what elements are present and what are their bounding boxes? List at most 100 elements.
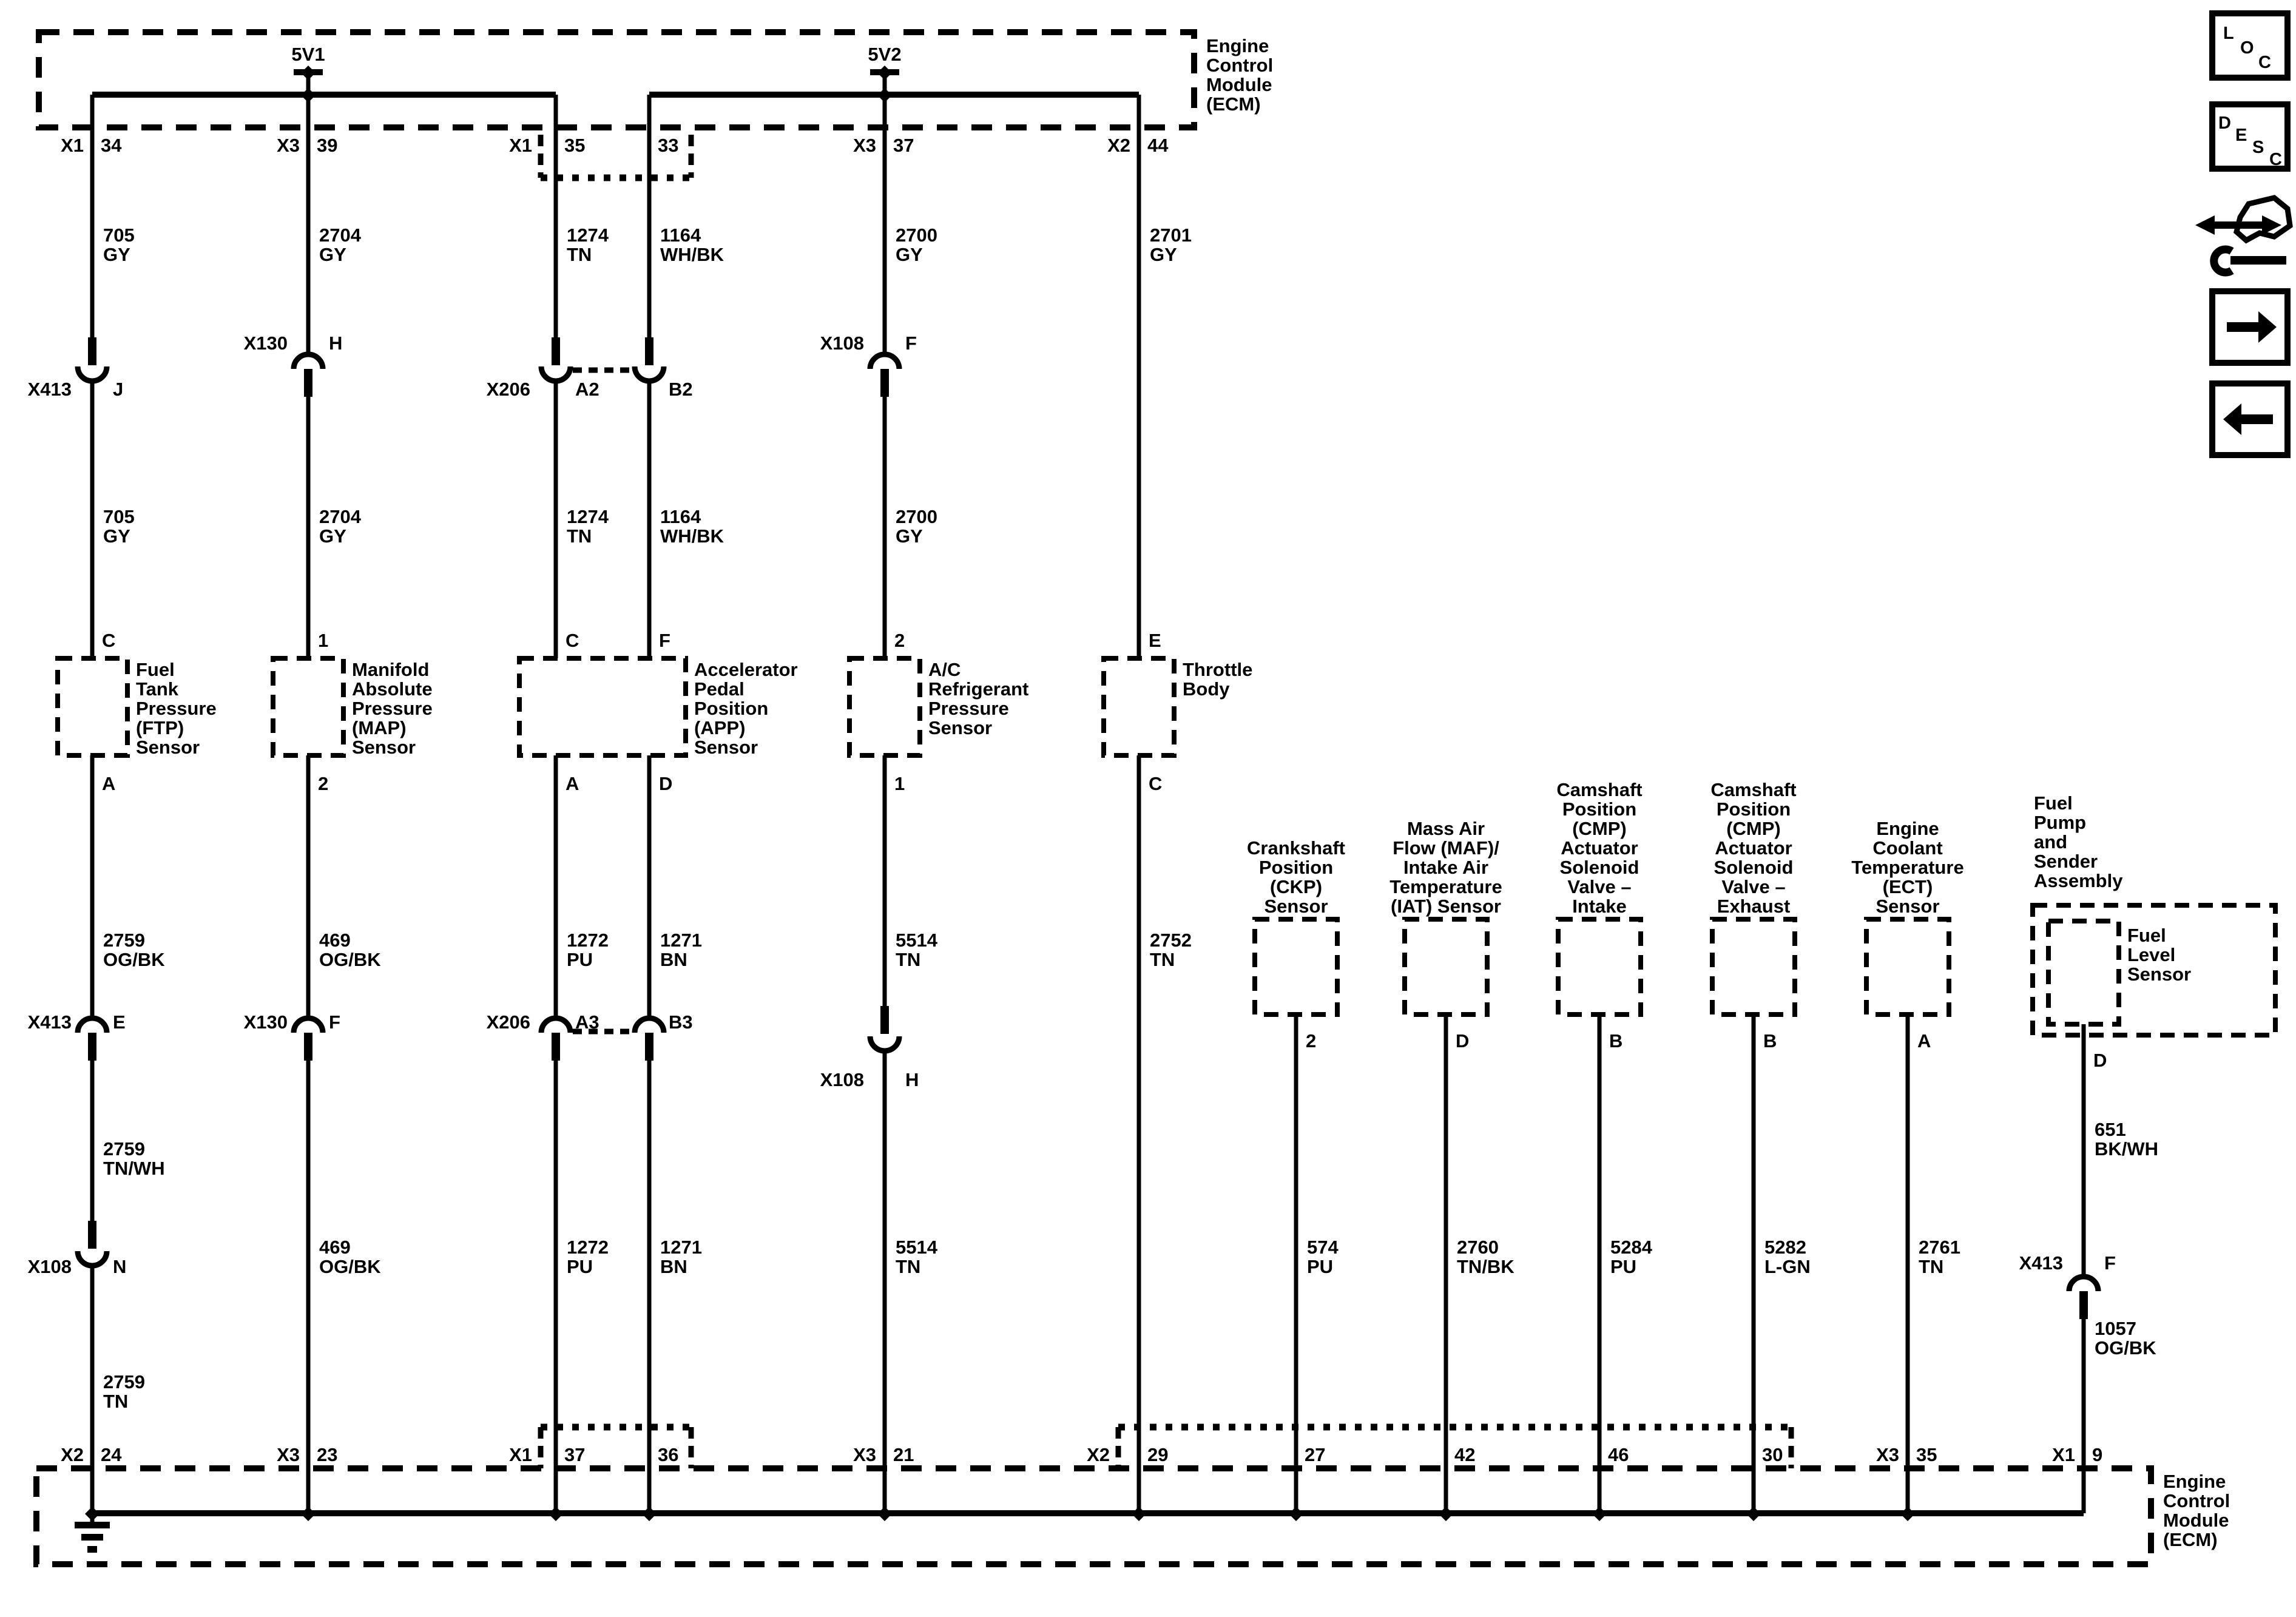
loc-letter: C bbox=[2258, 53, 2271, 72]
sensor-pin-bottom: D bbox=[1456, 1030, 1469, 1052]
assembly-label: and bbox=[2034, 831, 2067, 852]
top-pin-number: 35 bbox=[564, 135, 585, 156]
connector-pin: N bbox=[113, 1256, 126, 1277]
wire-label: WH/BK bbox=[660, 525, 724, 547]
sensor-label: Crankshaft bbox=[1247, 837, 1345, 859]
ac-refrigerant-pressure-sensor: 2 A/C Refrigerant Pressure Sensor 1 bbox=[847, 630, 1028, 794]
sensor-label: Temperature bbox=[1389, 876, 1502, 897]
back-arrow-button[interactable] bbox=[2209, 380, 2291, 458]
sensor-label: Actuator bbox=[1715, 837, 1792, 859]
wire-label: 1164 bbox=[660, 224, 701, 246]
ecm-bottom-pin-row: X2 24 X3 23 X1 37 36 X3 21 X2 29 27 42 4… bbox=[61, 1423, 2102, 1468]
sensor-label: Exhaust bbox=[1717, 896, 1791, 917]
wire-label: 2759 bbox=[103, 1138, 145, 1160]
assembly-label: Fuel bbox=[2034, 792, 2073, 814]
sensor-pin-bottom: D bbox=[659, 773, 672, 794]
ecm-top-label: Module bbox=[1206, 74, 1272, 95]
ground-bus bbox=[75, 1507, 2084, 1553]
wire-label: 2704 bbox=[319, 506, 362, 527]
wire-label: OG/BK bbox=[103, 949, 165, 970]
bottom-pin-number: 30 bbox=[1762, 1444, 1783, 1465]
sensor-label: (APP) bbox=[694, 717, 745, 738]
wire-label: TN bbox=[1150, 949, 1175, 970]
5v2-label: 5V2 bbox=[868, 44, 901, 65]
sensor-label: (ECT) bbox=[1883, 876, 1933, 897]
sensor-label: Temperature bbox=[1851, 857, 1964, 878]
sensor-label: Absolute bbox=[352, 678, 433, 700]
connector-name: X130 bbox=[244, 1011, 288, 1033]
connector-pin: A2 bbox=[575, 379, 599, 400]
loc-button[interactable]: L O C bbox=[2209, 10, 2291, 81]
wire-label: GY bbox=[319, 244, 346, 265]
top-pin-connector: X1 bbox=[61, 135, 84, 156]
cmp-exhaust-solenoid: Camshaft Position (CMP) Actuator Solenoi… bbox=[1710, 779, 1797, 1052]
wire-label: 651 bbox=[2095, 1119, 2126, 1140]
wire-label: GY bbox=[896, 525, 923, 547]
wire-label: GY bbox=[896, 244, 923, 265]
wire-label: 1274 bbox=[567, 224, 609, 246]
desc-letter: C bbox=[2269, 150, 2282, 169]
wire-label: 1271 bbox=[660, 930, 702, 951]
cmp-intake-solenoid: Camshaft Position (CMP) Actuator Solenoi… bbox=[1556, 779, 1643, 1052]
repair-tool-icon[interactable] bbox=[2195, 195, 2293, 277]
wire-labels-lower2: 469 OG/BK 1272 PU 1271 BN 5514 TN 574 PU… bbox=[319, 1237, 1960, 1277]
connector-pin: B3 bbox=[669, 1011, 693, 1033]
connector-pin: J bbox=[113, 379, 123, 400]
connector-pin: F bbox=[905, 333, 917, 354]
sensor-label: (IAT) Sensor bbox=[1391, 896, 1501, 917]
bottom-pin-number: 29 bbox=[1147, 1444, 1168, 1465]
wire-label: 1271 bbox=[660, 1237, 702, 1258]
wire-label: GY bbox=[319, 525, 346, 547]
ecm-bottom-label: Engine bbox=[2163, 1471, 2226, 1492]
ecm-top-pin-row: X1 34 X3 39 X1 35 33 X3 37 X2 44 bbox=[61, 135, 1169, 181]
ecm-bottom-label: Control bbox=[2163, 1490, 2230, 1511]
sensor-pin-top: 1 bbox=[318, 630, 328, 651]
wire-label: TN/BK bbox=[1457, 1256, 1514, 1277]
bottom-pin-connector: X3 bbox=[1876, 1444, 1899, 1465]
wire-label: 469 bbox=[319, 1237, 351, 1258]
sensor-label: Fuel bbox=[2127, 925, 2166, 946]
sensor-label: Position bbox=[1562, 798, 1636, 820]
connector-name: X206 bbox=[487, 379, 530, 400]
sensor-label: Flow (MAF)/ bbox=[1393, 837, 1499, 859]
top-pin-connector: X2 bbox=[1107, 135, 1130, 156]
sensor-label: Tank bbox=[136, 678, 179, 700]
wire-label: PU bbox=[567, 1256, 593, 1277]
wire-label: 705 bbox=[103, 224, 135, 246]
sensor-label: Sensor bbox=[694, 737, 758, 758]
assembly-label: Sender bbox=[2034, 851, 2098, 872]
sensor-label: Sensor bbox=[1876, 896, 1939, 917]
connector-name: X130 bbox=[244, 333, 288, 354]
sensor-label: Pressure bbox=[136, 698, 217, 719]
sensor-label: Position bbox=[694, 698, 768, 719]
bottom-pin-connector: X1 bbox=[509, 1444, 532, 1465]
connector-pin: F bbox=[329, 1011, 340, 1033]
5v-reference-buses: 5V1 5V2 bbox=[92, 44, 1139, 103]
forward-arrow-button[interactable] bbox=[2209, 288, 2291, 366]
ground-symbol bbox=[75, 1513, 110, 1553]
wire-label: 574 bbox=[1307, 1237, 1339, 1258]
ecm-top-label: Control bbox=[1206, 55, 1273, 76]
connector-name: X206 bbox=[487, 1011, 530, 1033]
sensor-label: Level bbox=[2127, 944, 2175, 965]
bottom-pin-connector: X2 bbox=[61, 1444, 84, 1465]
connector-pin: H bbox=[905, 1069, 919, 1090]
sensor-label: Pedal bbox=[694, 678, 745, 700]
col1-lower-section: 2759 TN/WH X108 N 2759 TN bbox=[28, 1138, 165, 1412]
sensor-pin-bottom: A bbox=[566, 773, 579, 794]
sensor-pin-top: E bbox=[1149, 630, 1161, 651]
top-pin-number: 34 bbox=[101, 135, 122, 156]
sensor-label: Valve – bbox=[1721, 876, 1785, 897]
top-pin-number: 37 bbox=[893, 135, 914, 156]
wire-label: 1272 bbox=[567, 930, 609, 951]
wire-label: GY bbox=[103, 244, 130, 265]
desc-button[interactable]: D E S C bbox=[2209, 101, 2291, 172]
wire-label: BN bbox=[660, 1256, 687, 1277]
sensor-pin-top: C bbox=[102, 630, 115, 651]
bottom-pin-number: 42 bbox=[1454, 1444, 1475, 1465]
wire-label: 2760 bbox=[1457, 1237, 1499, 1258]
sensor-pin-bottom: B bbox=[1763, 1030, 1777, 1052]
wire-label: 2700 bbox=[896, 224, 937, 246]
ftp-sensor: C Fuel Tank Pressure (FTP) Sensor A bbox=[55, 630, 217, 794]
connector-pin: H bbox=[329, 333, 342, 354]
